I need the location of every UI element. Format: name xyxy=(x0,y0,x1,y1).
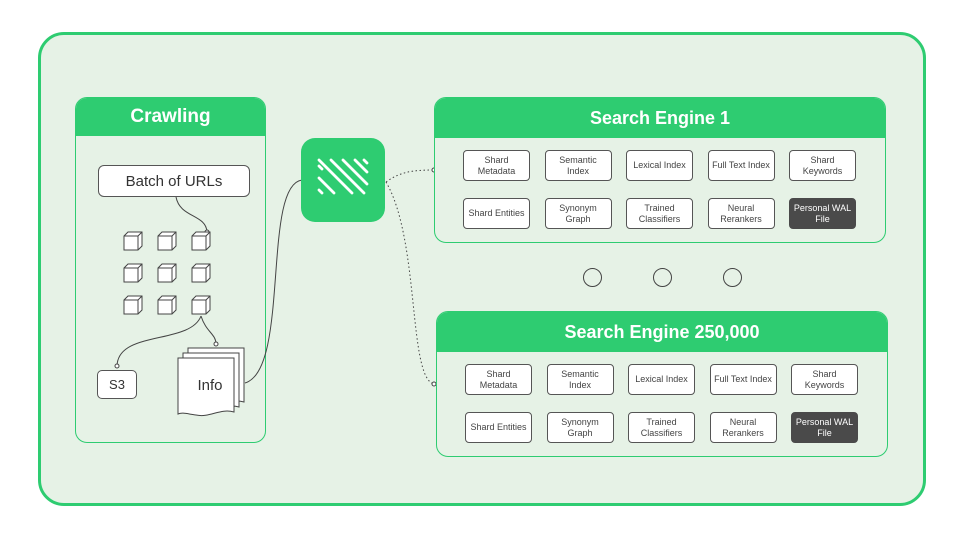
component-chip: Lexical Index xyxy=(628,364,695,395)
ellipsis-dot xyxy=(653,268,672,287)
component-chip: Semantic Index xyxy=(546,364,614,395)
batch-of-urls-box: Batch of URLs xyxy=(98,165,250,197)
component-chip: Shard Metadata xyxy=(465,364,532,395)
ellipsis-dot xyxy=(583,268,602,287)
component-chip: Full Text Index xyxy=(707,150,775,181)
crawling-title: Crawling xyxy=(76,98,265,136)
component-chip: Shard Entities xyxy=(465,412,532,443)
connector-dot xyxy=(213,341,219,347)
component-chip: Synonym Graph xyxy=(544,198,612,229)
batch-to-cubes-line xyxy=(175,196,208,233)
engine-components: Shard Metadata Semantic Index Lexical In… xyxy=(463,150,861,229)
component-chip-highlighted: Personal WAL File xyxy=(791,412,858,443)
component-chip: Neural Rerankers xyxy=(707,198,775,229)
engine-title: Search Engine 250,000 xyxy=(437,312,887,352)
cubes-to-s3-line xyxy=(116,315,202,367)
logo-to-engine1-line xyxy=(385,169,435,183)
ellipsis-dot xyxy=(723,268,742,287)
search-engine-250000-panel: Search Engine 250,000 Shard Metadata Sem… xyxy=(436,311,888,457)
s3-storage-box: S3 xyxy=(97,370,137,399)
component-chip: Shard Entities xyxy=(463,198,530,229)
info-label: Info xyxy=(197,377,223,394)
component-chip: Shard Keywords xyxy=(789,150,856,181)
engine-components: Shard Metadata Semantic Index Lexical In… xyxy=(465,364,863,443)
search-engine-1-panel: Search Engine 1 Shard Metadata Semantic … xyxy=(434,97,886,243)
component-chip: Trained Classifiers xyxy=(626,198,693,229)
component-chip: Synonym Graph xyxy=(546,412,614,443)
component-chip: Lexical Index xyxy=(626,150,693,181)
engine-title: Search Engine 1 xyxy=(435,98,885,138)
component-chip: Shard Keywords xyxy=(791,364,858,395)
diagonal-stripes-logo-icon xyxy=(301,138,385,222)
info-to-logo-line xyxy=(244,179,303,384)
component-chip: Semantic Index xyxy=(544,150,612,181)
component-chip: Full Text Index xyxy=(709,364,777,395)
info-documents-icon xyxy=(177,347,245,417)
logo-to-engine250000-line xyxy=(385,181,435,385)
component-chip: Shard Metadata xyxy=(463,150,530,181)
connector-dot xyxy=(114,363,120,369)
component-chip: Trained Classifiers xyxy=(628,412,695,443)
component-chip-highlighted: Personal WAL File xyxy=(789,198,856,229)
component-chip: Neural Rerankers xyxy=(709,412,777,443)
